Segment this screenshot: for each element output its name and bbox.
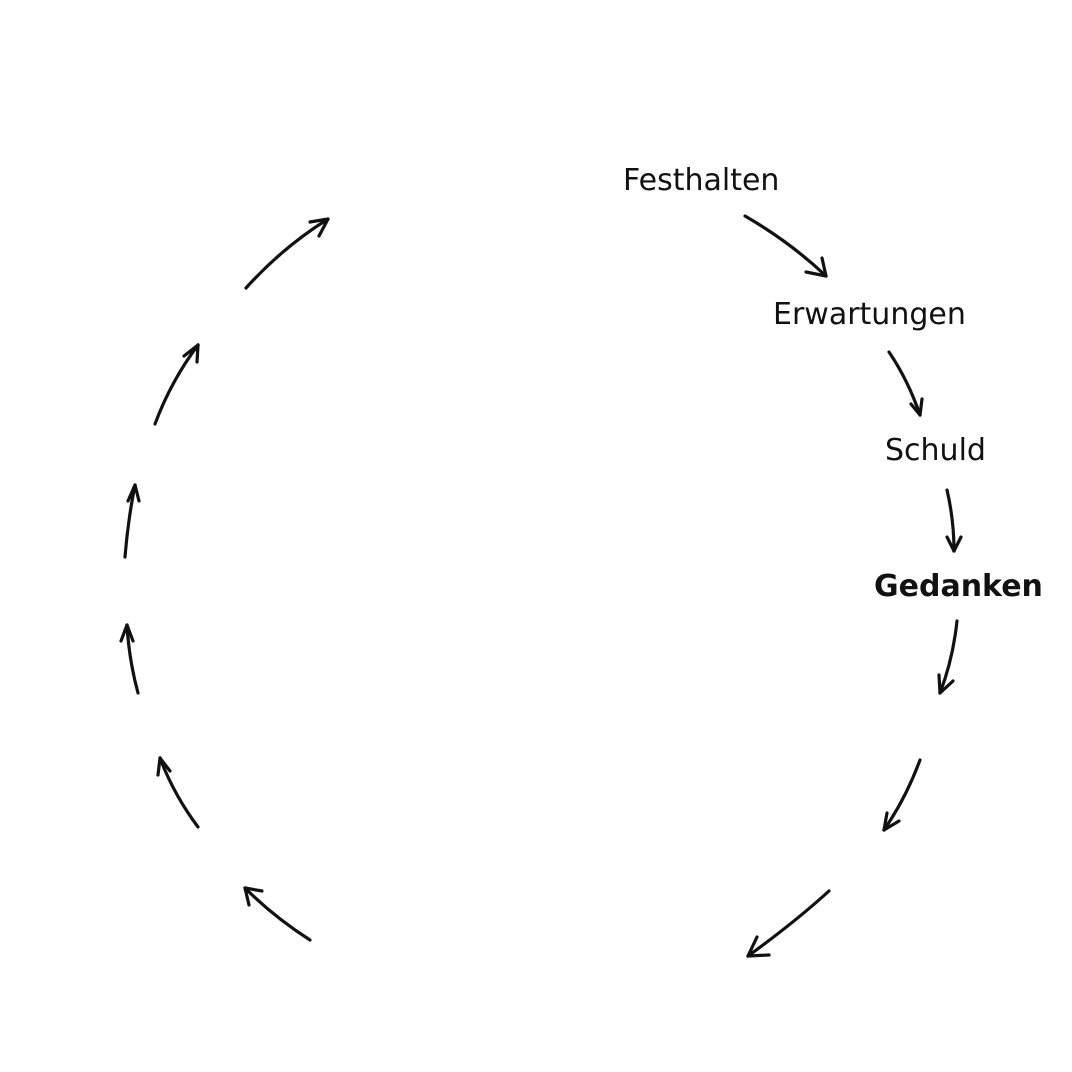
- arrow-bottom-left: [243, 886, 312, 942]
- arrow-left-mid-lower: [119, 623, 140, 695]
- arrow-festhalten-to-erwartungen: [743, 214, 828, 278]
- arrow-gedanken-out: [937, 619, 959, 695]
- arrow-left-mid-upper: [123, 483, 141, 559]
- step-label-erwartungen: Erwartungen: [773, 297, 966, 332]
- arrow-right-lower: [882, 758, 922, 832]
- arrow-schuld-to-gedanken: [945, 488, 963, 553]
- arrow-erwartungen-to-schuld: [887, 350, 924, 417]
- arrow-top-left: [244, 217, 330, 290]
- step-label-festhalten: Festhalten: [623, 163, 780, 198]
- step-label-schuld: Schuld: [885, 433, 986, 468]
- arrow-bottom-right: [746, 889, 831, 958]
- step-label-gedanken: Gedanken: [874, 569, 1043, 604]
- arrow-left-lower: [156, 756, 200, 829]
- arrow-left-upper: [153, 343, 200, 426]
